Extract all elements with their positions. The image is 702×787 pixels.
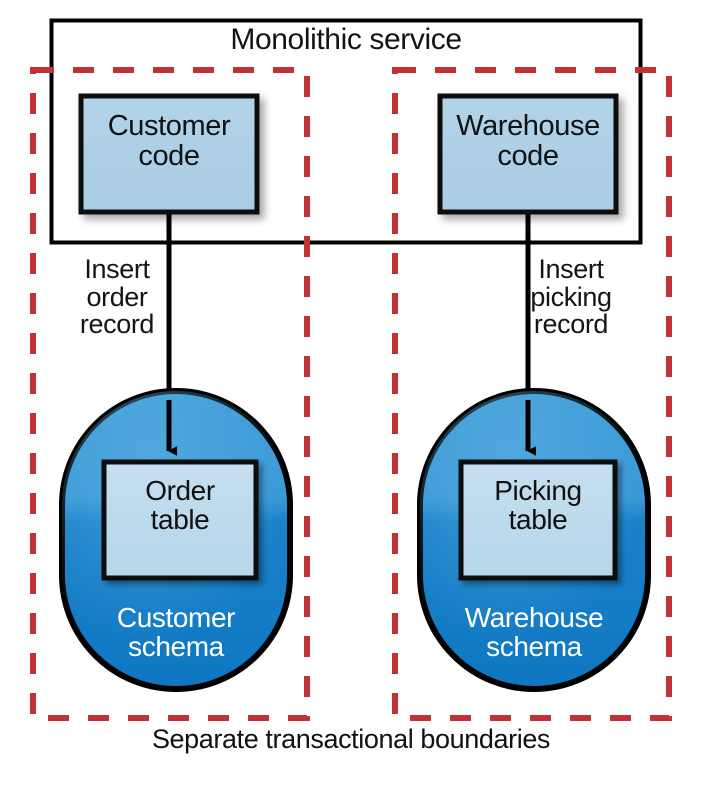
picking-table-label: Picking table bbox=[494, 475, 582, 535]
order-table-box bbox=[101, 459, 259, 581]
customer-code-box bbox=[78, 93, 260, 215]
monolithic-service-title: Monolithic service bbox=[230, 23, 462, 56]
warehouse-schema-label: Warehouse schema bbox=[464, 602, 604, 662]
order-table-label: Order table bbox=[145, 475, 215, 535]
customer-code-label: Customer code bbox=[107, 110, 231, 172]
insert-picking-record-label: Insert picking record bbox=[530, 254, 612, 340]
boundaries-caption: Separate transactional boundaries bbox=[151, 724, 551, 754]
insert-order-record-label: Insert order record bbox=[79, 254, 155, 340]
warehouse-code-label: Warehouse code bbox=[456, 110, 600, 172]
customer-schema-label: Customer schema bbox=[116, 602, 236, 662]
transactional-boundary-left bbox=[30, 67, 310, 721]
warehouse-code-box bbox=[437, 93, 619, 215]
picking-table-box bbox=[458, 459, 618, 581]
transactional-boundary-right bbox=[392, 67, 672, 721]
